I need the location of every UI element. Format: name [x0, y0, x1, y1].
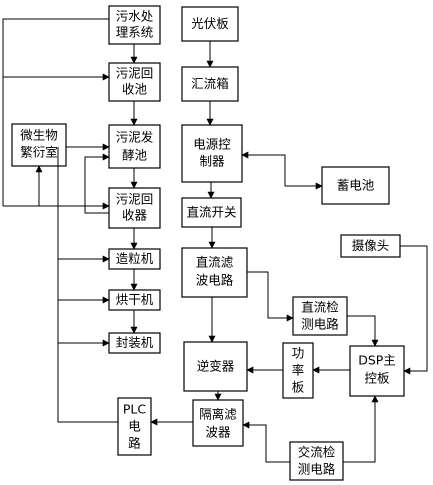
label-sludge-recycler-1: 污泥回: [116, 192, 154, 207]
label-combiner-box: 汇流箱: [191, 76, 229, 91]
label-power-board-3: 板: [292, 380, 305, 395]
arrow-filter-to-dc-detect: [247, 271, 294, 322]
block-combiner-box: 汇流箱: [181, 66, 239, 102]
label-sewage-1: 污水处: [116, 9, 154, 24]
block-plc-circuit: PLC 电 路: [117, 397, 152, 456]
label-power-board-1: 功: [292, 346, 305, 361]
label-power-controller-2: 制器: [199, 154, 225, 169]
label-packer: 封装机: [116, 335, 154, 350]
label-plc-2: 电: [128, 419, 141, 434]
block-dc-switch: 直流开关: [181, 197, 242, 228]
block-microbe-room: 微生物 繁衍室: [11, 123, 67, 167]
label-power-controller-1: 电源控: [193, 137, 231, 152]
arrow-isolation-to-ac-detect: [242, 421, 290, 463]
line-plc-control-bus: [57, 147, 118, 423]
label-microbe-room-2: 繁衍室: [20, 145, 58, 160]
block-fermentation-pool: 污泥发 酵池: [108, 124, 161, 169]
arrow-camera-to-dsp: [400, 245, 428, 375]
block-granulator: 造粒机: [108, 248, 161, 270]
arrow-ac-detect-to-dsp: [343, 395, 379, 463]
arrow-recycler-to-fermentation: [84, 153, 110, 214]
label-fermentation-1: 污泥发: [116, 130, 154, 145]
block-camera: 摄像头: [340, 234, 401, 258]
label-dc-detect-2: 测电路: [301, 317, 339, 332]
label-fermentation-2: 酵池: [122, 148, 148, 163]
label-dsp-1: DSP主: [358, 353, 396, 368]
label-granulator: 造粒机: [116, 251, 154, 266]
block-packer: 封装机: [108, 332, 161, 354]
label-sludge-collection-1: 污泥回: [116, 66, 154, 81]
label-ac-detect-1: 交流检: [298, 445, 336, 460]
block-sludge-recycler: 污泥回 收器: [108, 187, 161, 229]
block-inverter: 逆变器: [183, 341, 248, 392]
label-dc-switch: 直流开关: [186, 205, 236, 220]
block-pv-panel: 光伏板: [181, 6, 239, 42]
label-camera: 摄像头: [352, 238, 390, 253]
label-pv-panel: 光伏板: [191, 16, 229, 31]
label-dsp-2: 控板: [364, 371, 390, 386]
label-dc-filter-1: 直流滤: [196, 255, 234, 270]
block-dc-filter: 直流滤 波电路: [181, 247, 248, 298]
label-battery: 蓄电池: [337, 178, 375, 193]
block-sludge-collection-pool: 污泥回 收池: [108, 62, 161, 102]
label-sewage-2: 理系统: [116, 25, 154, 40]
block-power-controller: 电源控 制器: [181, 124, 243, 183]
label-isolation-filter-1: 隔离滤: [199, 407, 237, 422]
label-isolation-filter-2: 波器: [205, 425, 231, 440]
label-dc-detect-1: 直流检: [301, 300, 339, 315]
block-dryer: 烘干机: [108, 289, 161, 311]
label-power-board-2: 率: [292, 363, 305, 378]
label-dryer: 烘干机: [116, 292, 154, 307]
block-battery: 蓄电池: [321, 166, 390, 205]
arrow-dc-detect-to-dsp: [347, 315, 379, 347]
label-ac-detect-2: 测电路: [298, 462, 336, 477]
label-plc-1: PLC: [123, 402, 147, 417]
label-plc-3: 路: [128, 436, 141, 451]
connectors: [2, 18, 428, 463]
block-isolation-filter: 隔离滤 波器: [192, 399, 244, 447]
label-microbe-room-1: 微生物: [20, 128, 58, 143]
block-power-board: 功 率 板: [282, 342, 314, 399]
block-dc-detect-circuit: 直流检 测电路: [292, 296, 348, 336]
label-inverter: 逆变器: [197, 359, 235, 374]
block-dsp-main-board: DSP主 控板: [349, 345, 405, 397]
arrow-battery-controller: [241, 151, 323, 190]
label-sludge-collection-2: 收池: [122, 82, 148, 97]
block-sewage-treatment: 污水处 理系统: [108, 5, 161, 45]
block-ac-detect-circuit: 交流检 测电路: [289, 441, 344, 481]
line-outer-left-bus: [2, 18, 109, 206]
label-dc-filter-2: 波电路: [196, 273, 234, 288]
label-sludge-recycler-2: 收器: [122, 208, 148, 223]
